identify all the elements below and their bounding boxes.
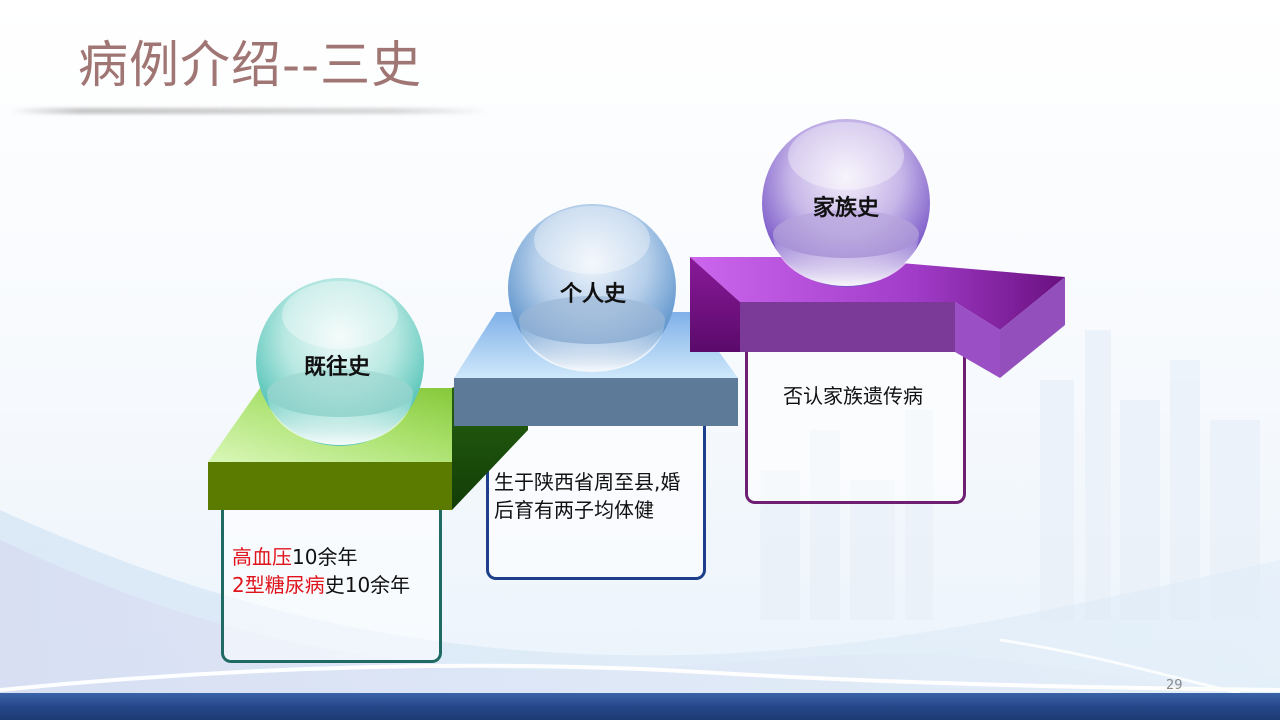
diabetes-duration: 史10余年 (324, 573, 411, 597)
past-history-card (221, 505, 442, 663)
family-history-card (745, 350, 966, 504)
past-history-label: 既往史 (303, 355, 370, 380)
personal-history-text: 生于陕西省周至县,婚后育有两子均体健 (494, 470, 681, 522)
diabetes-highlight: 2型糖尿病 (232, 573, 325, 597)
title-underline (10, 108, 490, 114)
personal-history-label: 个人史 (559, 282, 626, 307)
sphere-past-history (256, 278, 424, 446)
hypertension-highlight: 高血压 (232, 545, 292, 569)
slide-title: 病例介绍--三史 (78, 36, 423, 94)
past-history-text: 高血压10余年 2型糖尿病史10余年 (232, 543, 432, 599)
personal-history-card (486, 425, 706, 580)
sphere-family-history (762, 119, 930, 287)
family-history-label: 家族史 (812, 196, 879, 221)
hypertension-duration: 10余年 (292, 545, 358, 569)
step-platform-purple (690, 257, 1065, 378)
family-history-text: 否认家族遗传病 (783, 384, 923, 408)
sphere-personal-history (508, 204, 676, 372)
footer-bar (0, 693, 1280, 720)
page-number: 29 (1166, 678, 1183, 693)
